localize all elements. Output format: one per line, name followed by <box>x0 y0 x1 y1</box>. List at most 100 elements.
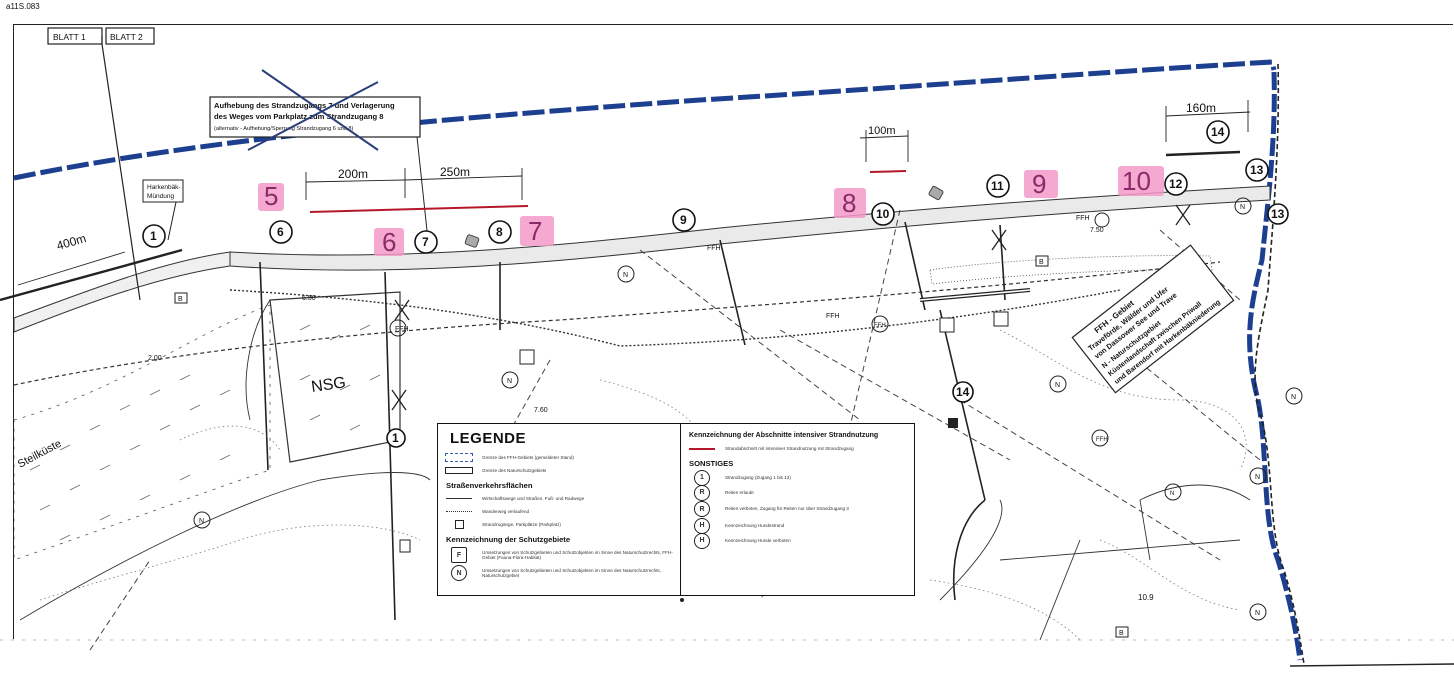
pink-number-8: 8 <box>834 188 866 218</box>
svg-text:13: 13 <box>1250 163 1264 177</box>
callout-line-1: Aufhebung des Strandzugangs 7 und Verlag… <box>214 101 395 110</box>
pink-number-6: 6 <box>374 227 404 257</box>
contour-label-1: 7.60 <box>534 407 548 414</box>
svg-text:FFH: FFH <box>1076 215 1090 222</box>
svg-text:8: 8 <box>842 188 856 218</box>
svg-text:9: 9 <box>680 213 687 227</box>
legend-row-nsg: Grenze des Naturschutzgebiets <box>444 464 674 477</box>
legend-misc-heading: SONSTIGES <box>689 459 734 468</box>
measure-100-label: 100m <box>868 125 896 137</box>
roads <box>259 221 1006 621</box>
svg-text:14: 14 <box>1211 125 1225 139</box>
nsg-label: NSG <box>310 374 347 396</box>
access-symbol-east: 14 <box>952 381 974 403</box>
svg-text:14: 14 <box>956 385 970 399</box>
svg-text:N: N <box>1255 610 1260 617</box>
legend-row-roads: Wirtschaftswege und Straßen, Fuß- und Ra… <box>444 492 674 505</box>
access-symbol-6: 6 <box>269 220 293 244</box>
svg-text:N: N <box>1291 394 1296 401</box>
intensive-use-segment-1 <box>309 205 529 213</box>
measure-250: 250m <box>404 165 523 200</box>
measure-200: 200m <box>305 167 406 200</box>
legend-box: LEGENDE Grenze des FFH-Gebiets (gemeldet… <box>437 423 915 596</box>
svg-text:FFH: FFH <box>826 313 840 320</box>
svg-text:11: 11 <box>991 179 1004 193</box>
svg-text:B: B <box>1039 259 1044 266</box>
svg-text:N: N <box>199 518 204 525</box>
ffh-boundary <box>13 59 1277 181</box>
parking-road-inner <box>919 289 1031 301</box>
horse-forbidden-icon: R <box>694 501 710 517</box>
svg-text:B: B <box>178 296 183 303</box>
hatched-band <box>929 255 1213 285</box>
access-symbol-1: 1 <box>142 224 166 248</box>
pink-number-7: 7 <box>520 216 554 246</box>
access-symbol-icon: 1 <box>694 469 710 486</box>
field-boundaries <box>19 299 1251 641</box>
parking-icons <box>399 185 1009 553</box>
contour-label-3: 10.9 <box>1138 593 1154 602</box>
area-marker-labels: FFH N N N N N N N N FFH FFH N <box>199 204 1296 617</box>
sheet-label-1: BLATT 1 <box>47 27 103 45</box>
svg-text:FFH: FFH <box>707 245 721 252</box>
dog-icon: H <box>694 517 710 534</box>
ffh-symbol-icon: F <box>451 547 467 563</box>
callout-line-3: (alternativ - Aufhebung/Sperrung Strandz… <box>214 126 353 132</box>
access-symbol-9: 9 <box>672 208 696 232</box>
access-symbol-10: 10 <box>871 202 895 226</box>
legend-row-dog-forbidden: H Kennzeichnung Hunde verboten <box>687 532 908 549</box>
harkenbaek-line-1: Harkenbäk- <box>147 184 181 191</box>
nsg-boundary-east <box>1254 63 1305 665</box>
access-symbol-12: 12 <box>1164 172 1188 196</box>
svg-text:9: 9 <box>1032 169 1046 199</box>
sheet-divider <box>101 43 141 301</box>
n-symbol-icon: N <box>451 565 467 581</box>
legend-row-ffh: Grenze des FFH-Gebiets (gemeldeter Stand… <box>444 451 674 464</box>
harkenbaek-line-2: Mündung <box>147 193 174 200</box>
legend-row-ffh-area: F Umsetzungen von Schutzgebieten und Sch… <box>444 546 674 564</box>
access-symbol-13b: 13 <box>1267 203 1289 225</box>
svg-text:N: N <box>1240 204 1245 211</box>
measure-250-label: 250m <box>440 165 470 179</box>
pink-number-5: 5 <box>258 181 284 211</box>
area-markers <box>193 197 1303 621</box>
legend-left-column: LEGENDE Grenze des FFH-Gebiets (gemeldet… <box>438 424 681 595</box>
legend-title: LEGENDE <box>450 430 527 447</box>
svg-text:7: 7 <box>422 235 429 249</box>
svg-text:7: 7 <box>528 216 542 246</box>
svg-text:12: 12 <box>1169 177 1183 191</box>
beach-strip <box>229 185 1271 271</box>
svg-text:10: 10 <box>876 207 890 221</box>
legend-right-heading: Kennzeichnung der Abschnitte intensiver … <box>689 432 879 439</box>
legend-row-trail: Wanderweg verlaufend <box>444 505 674 518</box>
corner-code: a11S.083 <box>6 2 40 11</box>
callout-line-2: des Weges vom Parkplatz zum Strandzugang… <box>214 112 384 121</box>
svg-text:N: N <box>623 272 628 279</box>
legend-row-riding-forbidden: R Reiten verboten, Zugang für Reiten nur… <box>687 500 908 518</box>
callout-crossout <box>247 69 379 151</box>
legend-right-column: Kennzeichnung der Abschnitte intensiver … <box>681 424 914 595</box>
legend-traffic-heading: Straßenverkehrsflächen <box>446 481 533 490</box>
svg-text:5: 5 <box>264 181 278 211</box>
sheet-label-2-text: BLATT 2 <box>110 32 143 42</box>
svg-text:B: B <box>1119 630 1124 637</box>
forest-hatching <box>29 324 381 541</box>
svg-text:FFH: FFH <box>874 323 886 329</box>
cliff-line <box>13 261 1221 386</box>
access-symbol-south: 1 <box>386 428 406 448</box>
legend-row-riding-allowed: R Reiten erlaubt <box>687 484 908 501</box>
svg-text:8: 8 <box>496 225 503 239</box>
svg-text:6: 6 <box>382 227 396 257</box>
measure-200-label: 200m <box>338 167 368 181</box>
pink-number-10: 10 <box>1118 166 1164 196</box>
svg-text:N: N <box>1255 474 1260 481</box>
intensive-use-segment-3 <box>1165 150 1241 157</box>
sheet-label-2: BLATT 2 <box>105 27 155 45</box>
contour-label-5: 6.50 <box>302 295 316 302</box>
measure-160: 160m <box>1165 100 1251 142</box>
svg-text:N: N <box>507 378 512 385</box>
dog-forbidden-icon: H <box>694 532 710 549</box>
svg-text:N: N <box>1055 382 1060 389</box>
beach-strip-west <box>13 251 231 333</box>
access-symbol-8: 8 <box>488 220 512 244</box>
